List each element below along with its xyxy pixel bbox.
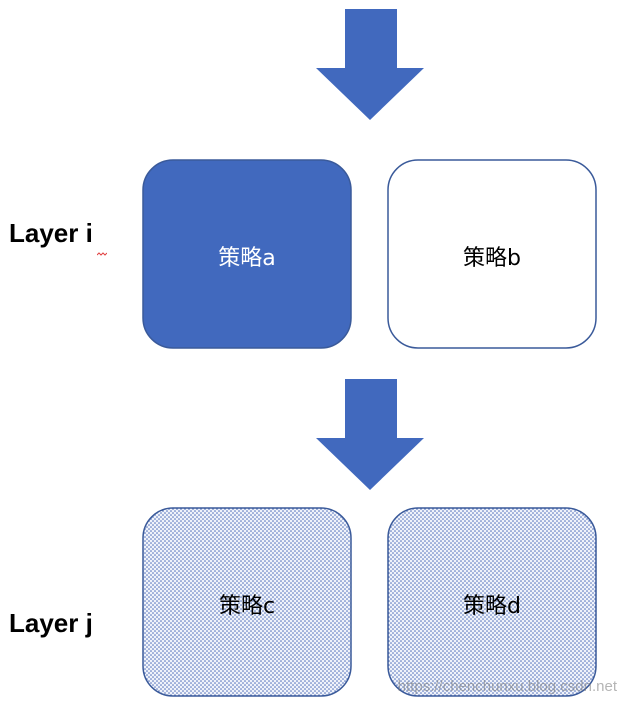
strategy-box-b [387, 159, 597, 349]
strategy-box-d [387, 507, 597, 697]
flow-arrow-top [316, 9, 424, 120]
strategy-box-c [142, 507, 352, 697]
strategy-c-label: 策略c [218, 594, 276, 619]
flow-arrow-middle [316, 379, 424, 490]
watermark: https://chenchunxu.blog.csdn.net [397, 678, 617, 695]
strategy-box-a [142, 159, 352, 349]
strategy-a-label: 策略a [218, 246, 276, 271]
spellcheck-squiggle-icon [97, 252, 107, 256]
strategy-b-label: 策略b [463, 246, 521, 271]
strategy-d-label: 策略d [463, 594, 521, 619]
layer-i-label: Layer i [9, 218, 93, 248]
layer-j-label: Layer j [9, 608, 93, 638]
